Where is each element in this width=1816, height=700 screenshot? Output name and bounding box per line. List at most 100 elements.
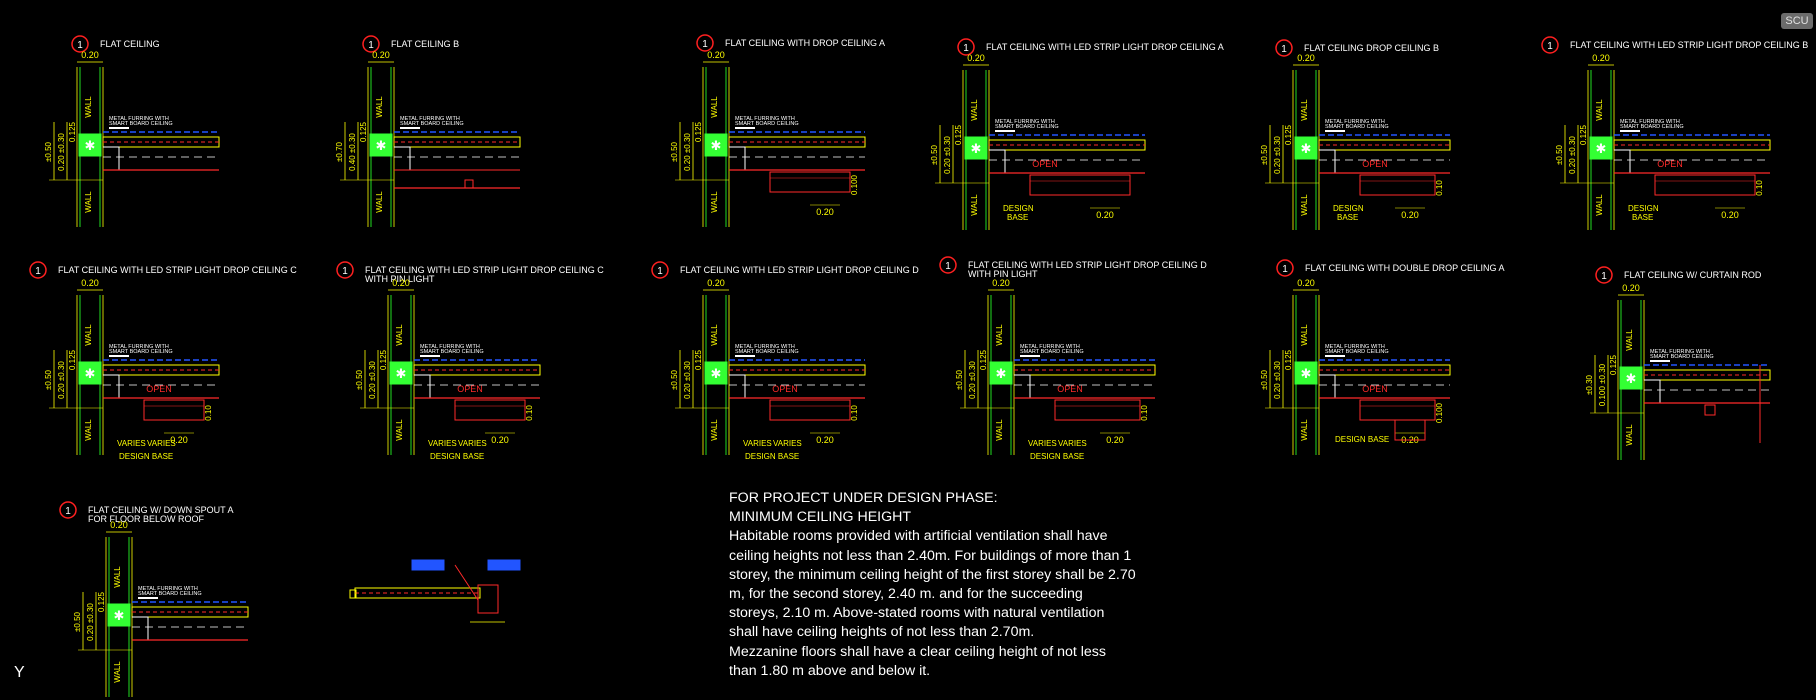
open-label: OPEN: [1657, 159, 1683, 169]
detail-number-badge: [71, 35, 89, 53]
duct-line: [1614, 149, 1631, 173]
drawing-rect: [349, 589, 357, 599]
note-line: storeys, 2.10 m. Above-stated rooms with…: [729, 605, 1105, 622]
dimension-label: 0.20: [81, 50, 99, 60]
detail-number-badge: [1276, 259, 1294, 277]
dimension-label: 0.20: [1721, 210, 1739, 220]
detail-number: 1: [657, 266, 663, 277]
detail-number-badge: [59, 501, 77, 519]
design-label: BASE: [1337, 213, 1358, 222]
dimension-label: 0.10: [204, 405, 213, 421]
detail-number-badge: [336, 261, 354, 279]
dimension-label: 0.10: [1435, 180, 1444, 196]
dimension-label: ±0.50: [73, 611, 82, 632]
dimension-label: 0.20 ±0.30: [943, 136, 952, 174]
dimension-label: 0.125: [379, 349, 388, 370]
led-light-box: [1294, 361, 1318, 385]
drawing-rect: [1654, 174, 1756, 196]
beam-section-detail[interactable]: [349, 559, 521, 623]
detail-title: FLAT CEILING: [100, 39, 160, 49]
metal-furring-label: METAL FURRING WITH: [1620, 119, 1680, 125]
dimension-label: 0.125: [694, 349, 703, 370]
metal-furring-label: SMART BOARD CEILING: [735, 121, 799, 127]
dimension-label: 0.125: [1579, 124, 1588, 145]
wall-label: WALL: [1300, 194, 1309, 216]
metal-furring-label: METAL FURRING WITH: [735, 116, 795, 122]
dimension-label: ±0.50: [1260, 144, 1269, 165]
design-label: DESIGN: [1628, 204, 1659, 213]
open-label: OPEN: [457, 384, 483, 394]
wall-label: WALL: [375, 191, 384, 213]
open-label: OPEN: [146, 384, 172, 394]
wall-label: WALL: [710, 191, 719, 213]
wall-label: WALL: [113, 566, 122, 588]
metal-furring-label: SMART BOARD CEILING: [1650, 354, 1714, 360]
detail-number: 1: [65, 506, 71, 517]
detail-number-badge: [696, 34, 714, 52]
varies-label: VARIES: [743, 439, 772, 448]
detail-title: FLAT CEILING B: [391, 39, 459, 49]
dimension-label: 0.20: [707, 278, 725, 288]
detail-number-badge: [1595, 266, 1613, 284]
metal-furring-label: METAL FURRING WITH: [400, 116, 460, 122]
slab-mark: [487, 559, 521, 571]
slab-mark: [411, 559, 445, 571]
wall-label: WALL: [84, 96, 93, 118]
drawing-rect: [1359, 174, 1436, 196]
duct-line: [103, 374, 120, 398]
dimension-label: 0.125: [97, 591, 106, 612]
detail-title: FLAT CEILING WITH LED STRIP LIGHT DROP C…: [365, 265, 604, 275]
detail-title: FLAT CEILING WITH LED STRIP LIGHT DROP C…: [986, 42, 1224, 52]
light-icon: ✱: [1596, 141, 1607, 156]
metal-furring-label: SMART BOARD CEILING: [420, 349, 484, 355]
led-light-box: [389, 361, 413, 385]
ucs-y-axis-icon: Y: [14, 664, 25, 681]
wall-label: WALL: [1300, 99, 1309, 121]
detail-title: FLAT CEILING W/ DOWN SPOUT A: [88, 505, 234, 515]
led-light-box: [107, 603, 131, 627]
varies-label: VARIES: [458, 439, 487, 448]
detail-number: 1: [35, 266, 41, 277]
varies-label: VARIES: [428, 439, 457, 448]
dimension-label: 0.20 ±0.30: [368, 361, 377, 399]
wall-label: WALL: [1300, 324, 1309, 346]
ceiling-detail[interactable]: 1 FLAT CEILING WITH LED STRIP LIGHT DROP …: [336, 261, 604, 461]
dimension-label: 0.125: [68, 121, 77, 142]
dimension-label: 0.125: [1284, 124, 1293, 145]
wall-label: WALL: [1595, 194, 1604, 216]
dimension-label: 0.125: [954, 124, 963, 145]
duct-line: [989, 149, 1006, 173]
light-icon: ✱: [85, 138, 96, 153]
dimension-label: 0.20: [1096, 210, 1114, 220]
duct-line: [729, 374, 746, 398]
metal-furring-label: SMART BOARD CEILING: [109, 121, 173, 127]
drawing-line: [454, 564, 479, 601]
detail-number: 1: [342, 266, 348, 277]
scu-button[interactable]: SCU: [1781, 13, 1813, 29]
metal-furring-label: METAL FURRING WITH: [109, 344, 169, 350]
wall-label: WALL: [84, 324, 93, 346]
dimension-label: 0.100: [1435, 402, 1444, 423]
drawing-rect: [1359, 399, 1436, 421]
led-light-box: [78, 361, 102, 385]
metal-furring-label: METAL FURRING WITH: [138, 586, 198, 592]
drawing-rect: [1394, 419, 1426, 441]
detail-title: FLAT CEILING WITH DOUBLE DROP CEILING A: [1305, 263, 1505, 273]
note-line: Habitable rooms provided with artificial…: [729, 528, 1108, 545]
led-light-box: [78, 133, 102, 157]
light-icon: ✱: [1301, 141, 1312, 156]
dimension-label: 0.100 ±0.30: [1598, 363, 1607, 406]
